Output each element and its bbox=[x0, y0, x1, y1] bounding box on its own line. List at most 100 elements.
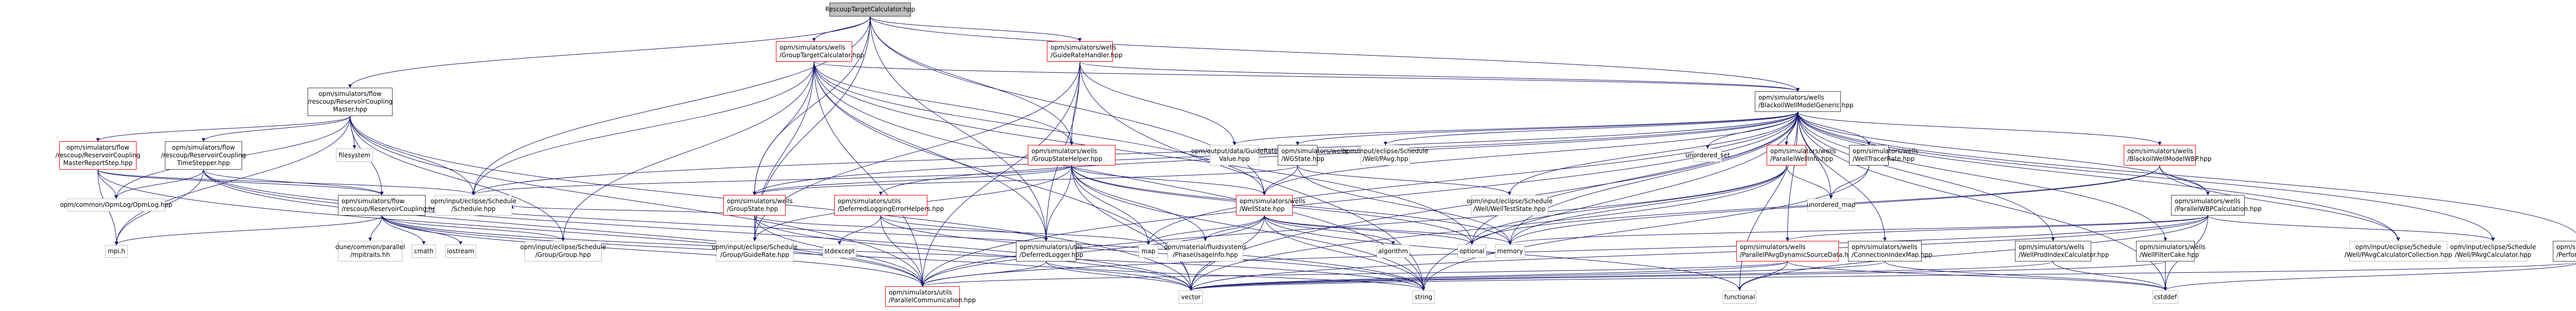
edge-bwmg-to-sched bbox=[471, 111, 1798, 195]
edge-pwi-to-memory bbox=[1508, 165, 1787, 245]
node-wtr[interactable]: opm/simulators/wells /WellTracerRate.hpp bbox=[1849, 145, 1919, 166]
node-rcm[interactable]: opm/simulators/flow /rescoup/ReservoirCo… bbox=[308, 88, 393, 116]
node-sched[interactable]: opm/input/eclipse/Schedule /Schedule.hpp bbox=[431, 195, 516, 216]
node-dleh[interactable]: opm/simulators/utils /DeferredLoggingErr… bbox=[834, 195, 944, 216]
edge-dleh-to-pcomm bbox=[880, 215, 924, 287]
edge-rc-to-pcomm bbox=[381, 215, 924, 287]
node-pwi[interactable]: opm/simulators/wells /ParallelWellInfo.h… bbox=[1767, 145, 1836, 166]
edge-root-to-gtc bbox=[812, 16, 871, 42]
node-string[interactable]: string bbox=[1412, 290, 1435, 304]
node-map[interactable]: map bbox=[1139, 244, 1158, 258]
node-rcts[interactable]: opm/simulators/flow /rescoup/ReservoirCo… bbox=[161, 141, 246, 170]
edge-gtc-to-gsh bbox=[814, 61, 1074, 145]
edge-gtc-to-sched bbox=[471, 61, 815, 195]
edge-bwmg-to-ppdsd bbox=[1786, 111, 1798, 241]
edge-root-to-rcm bbox=[348, 16, 871, 88]
node-pcomm[interactable]: opm/simulators/utils /ParallelCommunicat… bbox=[885, 286, 976, 307]
edge-ws-to-pui bbox=[1204, 215, 1265, 241]
node-pavgcc[interactable]: opm/input/eclipse/Schedule /Well/PAvgCal… bbox=[2345, 241, 2452, 261]
edge-gsh-to-map bbox=[1071, 165, 1150, 245]
node-pwbp[interactable]: opm/simulators/wells /ParallelWBPCalcula… bbox=[2171, 195, 2262, 216]
node-rcmrs[interactable]: opm/simulators/flow /rescoup/ReservoirCo… bbox=[56, 141, 140, 170]
node-wgs[interactable]: opm/simulators/wells /WGState.hpp bbox=[1278, 145, 1347, 166]
edge-ws-to-algorithm bbox=[1264, 215, 1395, 245]
edge-rcm-to-rcts bbox=[201, 116, 350, 142]
edge-bwmg-to-wts bbox=[1507, 111, 1798, 195]
edge-bwmg-to-pavgc bbox=[1798, 111, 2495, 241]
node-umap[interactable]: unordered_map bbox=[1807, 199, 1855, 211]
edge-rcm-to-group bbox=[350, 116, 565, 241]
node-gs[interactable]: opm/simulators/wells /GroupState.hpp bbox=[723, 195, 793, 216]
node-uset[interactable]: unordered_set bbox=[1685, 149, 1730, 162]
edge-pwi-to-vector bbox=[1189, 165, 1787, 291]
edge-bwmg-to-bwmwbp bbox=[1798, 111, 2162, 145]
node-stdexcept[interactable]: stdexcept bbox=[823, 244, 856, 258]
node-group[interactable]: opm/input/eclipse/Schedule /Group/Group.… bbox=[520, 241, 606, 261]
edge-dleh-to-dl bbox=[880, 215, 1048, 241]
edge-rcts-to-string bbox=[203, 169, 1426, 291]
node-cmath[interactable]: cmath bbox=[412, 244, 436, 258]
node-vector[interactable]: vector bbox=[1179, 290, 1203, 304]
edge-bwmg-to-grv bbox=[1232, 111, 1798, 145]
edge-wgs-to-wts bbox=[1297, 165, 1512, 195]
node-mpi[interactable]: mpi.h bbox=[105, 245, 128, 258]
edge-root-to-dl bbox=[870, 16, 1048, 241]
node-grh[interactable]: opm/simulators/wells /GuideRateHandler.h… bbox=[1047, 41, 1123, 62]
node-root[interactable]: RescoupTargetCalculator.hpp bbox=[825, 3, 915, 17]
edge-pwbp-to-pavgc bbox=[2208, 215, 2495, 241]
edge-ws-to-string bbox=[1264, 215, 1426, 291]
edge-gtc-to-ws bbox=[814, 61, 1266, 195]
edge-ws-to-memory bbox=[1264, 215, 1512, 245]
node-algorithm[interactable]: algorithm bbox=[1377, 244, 1410, 258]
edge-rc-to-string bbox=[381, 215, 1426, 291]
node-wts[interactable]: opm/input/eclipse/Schedule /Well/WellTes… bbox=[1467, 195, 1552, 216]
edge-bwmg-to-cim bbox=[1798, 111, 1887, 241]
edge-gtc-to-gs bbox=[753, 61, 815, 195]
node-pui[interactable]: opm/material/fluidsystems /PhaseUsageInf… bbox=[1164, 241, 1247, 261]
node-pavgc[interactable]: opm/input/eclipse/Schedule /Well/PAvgCal… bbox=[2450, 241, 2536, 261]
edge-wgs-to-gs bbox=[753, 165, 1298, 195]
node-iostream[interactable]: iostream bbox=[445, 244, 476, 258]
edge-ppdsd-to-vector bbox=[1189, 261, 1788, 291]
node-ppdsd[interactable]: opm/simulators/wells /ParallelPAvgDynami… bbox=[1736, 241, 1856, 261]
node-rc[interactable]: opm/simulators/flow /rescoup/ReservoirCo… bbox=[338, 195, 440, 216]
edge-rc-to-iostream bbox=[381, 215, 463, 245]
node-wfc[interactable]: opm/simulators/wells /WellFilterCake.hpp bbox=[2136, 241, 2206, 261]
edge-wtr-to-string bbox=[1421, 165, 1869, 291]
edge-gsh-to-gs bbox=[753, 165, 1072, 195]
node-grv[interactable]: opm/output/data/GuideRate Value.hpp bbox=[1191, 145, 1278, 166]
node-perf[interactable]: opm/simulators/wells /PerforationData.hp… bbox=[2553, 241, 2576, 261]
edge-wtr-to-umap bbox=[1829, 165, 1869, 199]
node-guiderate[interactable]: opm/input/eclipse/Schedule /Group/GuideR… bbox=[712, 241, 798, 261]
edge-ws-to-pcomm bbox=[921, 215, 1265, 287]
edge-bwmg-to-map bbox=[1146, 111, 1798, 245]
node-mpitraits[interactable]: dune/common/parallel /mpitraits.hh bbox=[335, 241, 405, 261]
edge-bwmg-to-pavgcc bbox=[1798, 111, 2400, 241]
edge-rc-to-group bbox=[381, 215, 565, 241]
node-dl[interactable]: opm/simulators/utils /DeferredLogger.hpp bbox=[1016, 241, 1083, 261]
edge-root-to-bwmg bbox=[870, 16, 1800, 92]
edge-cim-to-vector bbox=[1189, 261, 1885, 291]
node-ws[interactable]: opm/simulators/wells /WellState.hpp bbox=[1236, 195, 1306, 216]
node-wpic[interactable]: opm/simulators/wells /WellProdIndexCalcu… bbox=[2015, 241, 2109, 261]
node-gtc[interactable]: opm/simulators/wells /GroupTargetCalcula… bbox=[776, 41, 864, 62]
edge-gs-to-map bbox=[754, 215, 1150, 245]
edge-gsh-to-sched bbox=[471, 165, 1072, 195]
node-gsh[interactable]: opm/simulators/wells /GroupStateHelper.h… bbox=[1028, 145, 1115, 166]
edge-bwmg-to-wgs bbox=[1296, 111, 1798, 145]
node-functional[interactable]: functional bbox=[1723, 290, 1756, 304]
edge-pwi-to-pcomm bbox=[921, 165, 1787, 287]
edge-ws-to-optional bbox=[1264, 215, 1474, 245]
edge-grh-to-grv bbox=[1079, 61, 1236, 145]
node-pavg[interactable]: opm/input/eclipse/Schedule /Well/PAvg.hp… bbox=[1343, 145, 1428, 166]
node-bwmg[interactable]: opm/simulators/wells /BlackoilWellModelG… bbox=[1755, 91, 1854, 112]
node-cstddef[interactable]: cstddef bbox=[2153, 290, 2178, 304]
node-memory[interactable]: memory bbox=[1495, 244, 1525, 258]
edge-rcm-to-sched bbox=[350, 116, 476, 195]
node-bwmwbp[interactable]: opm/simulators/wells /BlackoilWellModelW… bbox=[2124, 145, 2211, 166]
edge-rc-to-cmath bbox=[381, 215, 426, 245]
node-optional[interactable]: optional bbox=[1458, 244, 1486, 258]
node-filesystem[interactable]: filesystem bbox=[336, 149, 373, 162]
node-opmlog[interactable]: opm/common/OpmLog/OpmLog.hpp bbox=[60, 199, 173, 211]
node-cim[interactable]: opm/simulators/wells /ConnectionIndexMap… bbox=[1848, 241, 1933, 261]
